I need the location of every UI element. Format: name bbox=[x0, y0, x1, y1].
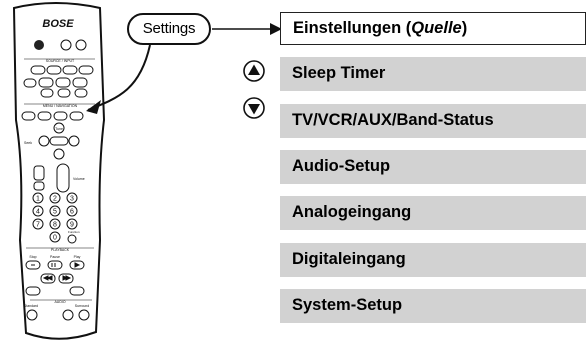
menu-item-sleep-timer[interactable]: Sleep Timer bbox=[280, 57, 586, 91]
svg-text:3: 3 bbox=[70, 196, 74, 203]
menu-item-einstellungen[interactable]: Einstellungen (Quelle) bbox=[280, 12, 586, 45]
label-menu-navigation: MENU / NAVIGATION bbox=[43, 104, 78, 108]
menu-item-label: TV/VCR/AUX/Band-Status bbox=[292, 111, 494, 129]
svg-text:8: 8 bbox=[53, 222, 57, 229]
power-button-1[interactable] bbox=[60, 39, 72, 51]
svg-text:2: 2 bbox=[53, 196, 57, 203]
menu-item-label: Analogeingang bbox=[292, 203, 412, 221]
label-function: Function bbox=[68, 230, 80, 234]
mute-button[interactable] bbox=[34, 40, 44, 50]
playback-buttons[interactable] bbox=[25, 260, 85, 296]
source-buttons[interactable] bbox=[23, 65, 94, 98]
label-audio: AUDIO bbox=[54, 300, 65, 304]
menu-item-label-italic: Quelle bbox=[411, 19, 462, 37]
menu-item-label: Sleep Timer bbox=[292, 64, 386, 82]
menu-item-digitaleingang[interactable]: Digitaleingang bbox=[280, 243, 586, 277]
svg-text:1: 1 bbox=[36, 196, 40, 203]
menu-buttons[interactable] bbox=[21, 111, 84, 121]
label-source-input: SOURCE / INPUT bbox=[46, 59, 75, 63]
menu-item-tv-vcr-aux-band-status[interactable]: TV/VCR/AUX/Band-Status bbox=[280, 104, 586, 138]
menu-item-system-setup[interactable]: System-Setup bbox=[280, 289, 586, 323]
label-pause: Pause bbox=[50, 255, 60, 259]
menu-item-label-prefix: Einstellungen ( bbox=[293, 19, 412, 37]
label-tune: Tune bbox=[55, 127, 63, 131]
svg-text:9: 9 bbox=[70, 222, 74, 229]
menu-item-label: Audio-Setup bbox=[292, 157, 391, 175]
menu-item-analogeingang[interactable]: Analogeingang bbox=[280, 196, 586, 230]
up-arrow-button-icon[interactable] bbox=[243, 60, 265, 82]
svg-text:4: 4 bbox=[36, 209, 40, 216]
remote-control-drawing: BOSE SOURCE / INPUT MENU / NAVIGATION Tu… bbox=[12, 2, 106, 340]
remote-brand: BOSE bbox=[42, 18, 74, 30]
down-arrow-button-icon[interactable] bbox=[243, 97, 265, 119]
audio-buttons[interactable] bbox=[26, 309, 90, 321]
label-surround: Surround bbox=[75, 304, 89, 308]
label-volume: Volume bbox=[73, 177, 85, 181]
menu-item-label: System-Setup bbox=[292, 296, 403, 314]
remote-control: BOSE SOURCE / INPUT MENU / NAVIGATION Tu… bbox=[0, 0, 120, 351]
label-seek: Seek bbox=[24, 141, 32, 145]
settings-callout: Settings bbox=[127, 13, 211, 45]
label-play: Play bbox=[74, 255, 81, 259]
menu-item-label: Digitaleingang bbox=[292, 250, 406, 268]
svg-text:6: 6 bbox=[70, 209, 74, 216]
menu-item-audio-setup[interactable]: Audio-Setup bbox=[280, 150, 586, 184]
label-standard: Standard bbox=[24, 304, 38, 308]
svg-text:5: 5 bbox=[53, 209, 57, 216]
svg-text:7: 7 bbox=[36, 222, 40, 229]
number-keypad[interactable]: 1 2 3 4 5 6 7 8 9 0 bbox=[32, 192, 78, 244]
dpad[interactable] bbox=[38, 122, 80, 160]
menu-item-label-suffix: ) bbox=[461, 19, 468, 37]
svg-text:0: 0 bbox=[53, 235, 57, 242]
side-buttons[interactable] bbox=[33, 163, 70, 193]
label-playback: PLAYBACK bbox=[51, 248, 70, 252]
label-stop: Stop bbox=[29, 255, 36, 259]
power-button-2[interactable] bbox=[75, 39, 87, 51]
